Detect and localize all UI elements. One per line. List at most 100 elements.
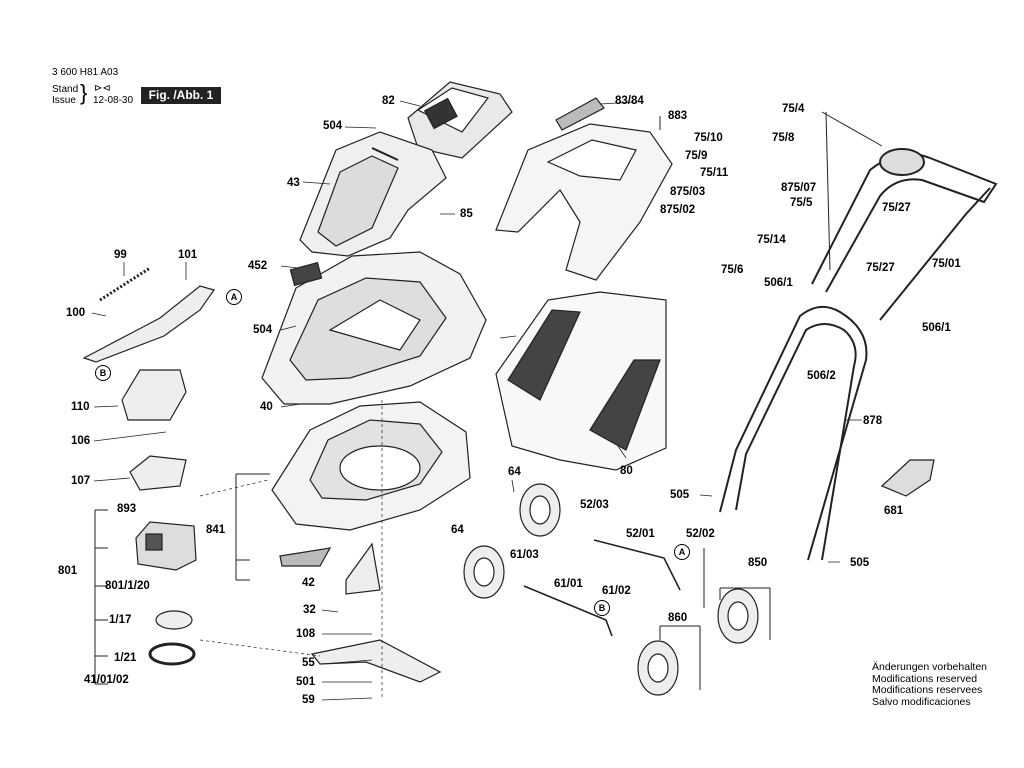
leader-lines xyxy=(91,100,862,701)
part-label: 506/2 xyxy=(807,370,836,382)
grass-box-cover-part xyxy=(495,97,673,281)
part-label: 100 xyxy=(66,307,86,319)
part-label: 893 xyxy=(117,503,137,515)
part-label: 32 xyxy=(303,604,316,616)
part-label: 75/27 xyxy=(866,262,895,274)
bracket: } xyxy=(80,80,88,105)
stand-label: Stand xyxy=(52,84,79,95)
deck-part xyxy=(271,401,471,531)
axles-part xyxy=(523,539,681,637)
part-label: 505 xyxy=(670,489,690,501)
note-line: Modifications reserved xyxy=(872,672,978,685)
part-label: 75/8 xyxy=(772,132,795,144)
part-label: 505 xyxy=(850,557,870,569)
motor-part xyxy=(135,521,197,571)
figure-badge: Fig. /Abb. 1 xyxy=(141,87,221,104)
clip-681-part xyxy=(880,459,935,497)
marker-a: A xyxy=(674,544,690,560)
part-label: 106 xyxy=(71,435,91,447)
part-label: 64 xyxy=(508,466,521,478)
part-label: 110 xyxy=(71,401,90,413)
note-line: Änderungen vorbehalten xyxy=(872,661,988,673)
guide-lines xyxy=(199,400,383,700)
document-code: 3 600 H81 A03 xyxy=(52,67,119,78)
bracket-lines xyxy=(94,111,883,690)
part-label: 75/9 xyxy=(685,150,708,162)
part-label: 80 xyxy=(620,465,633,477)
note-line: Salvo modificaciones xyxy=(872,695,971,708)
part-label: 61/03 xyxy=(510,549,539,561)
part-label: 506/1 xyxy=(764,277,793,289)
part-label: 850 xyxy=(748,557,768,569)
part-label: 841 xyxy=(206,524,226,536)
part-label: 801/1/20 xyxy=(105,580,150,592)
box-110-part xyxy=(121,369,187,421)
part-label: 75/5 xyxy=(790,197,813,209)
part-label: 41/01/02 xyxy=(84,674,129,686)
revision-symbol: ⊳⊲ xyxy=(94,83,111,94)
part-label: 108 xyxy=(296,628,316,640)
grass-box-part xyxy=(495,291,667,471)
blade-part xyxy=(310,639,442,683)
flap-42-part xyxy=(345,542,381,595)
part-label: 61/02 xyxy=(602,585,631,597)
part-label: 99 xyxy=(114,249,127,261)
marker-b: B xyxy=(594,600,610,616)
part-label: 85 xyxy=(460,208,473,220)
box-107-part xyxy=(129,455,187,491)
part-label: 75/14 xyxy=(757,234,786,246)
part-label: 61/01 xyxy=(554,578,583,590)
part-label: 860 xyxy=(668,612,688,624)
part-label: 75/01 xyxy=(932,258,961,270)
part-label: 64 xyxy=(451,524,464,536)
modifications-note: Änderungen vorbehalten Modifications res… xyxy=(872,661,988,708)
wheels-part xyxy=(463,483,759,696)
part-label: 1/21 xyxy=(114,652,137,664)
part-label: 75/6 xyxy=(721,264,744,276)
part-label: 52/03 xyxy=(580,499,609,511)
part-label: 801 xyxy=(58,565,78,577)
part-label: 875/03 xyxy=(670,186,706,198)
part-label: 107 xyxy=(71,475,91,487)
part-label: 452 xyxy=(248,260,268,272)
housing-part xyxy=(261,251,487,405)
part-label: 59 xyxy=(302,694,315,706)
part-label: 75/27 xyxy=(882,202,911,214)
part-label: 43 xyxy=(287,177,300,189)
upper-handle-part xyxy=(811,148,998,321)
issue-date: 12-08-30 xyxy=(93,95,134,106)
belt-part xyxy=(148,642,196,666)
note-line: Modifications reservees xyxy=(872,684,983,696)
marker-b: B xyxy=(95,365,111,381)
part-label: 504 xyxy=(253,324,273,336)
part-label: 875/02 xyxy=(660,204,696,216)
part-label: 875/07 xyxy=(781,182,817,194)
part-label: 878 xyxy=(863,415,883,427)
part-label: 55 xyxy=(302,657,315,669)
part-label: 504 xyxy=(323,120,343,132)
lower-handle-part xyxy=(719,305,868,561)
part-label: 42 xyxy=(302,577,315,589)
pulley-part xyxy=(155,610,193,630)
issue-label: Issue xyxy=(52,95,76,106)
part-label: 681 xyxy=(884,505,904,517)
part-label: 75/11 xyxy=(700,167,729,179)
part-label: 40 xyxy=(260,401,273,413)
part-label: 82 xyxy=(382,95,395,107)
upper-cover-part xyxy=(299,131,447,257)
part-label: 506/1 xyxy=(922,322,951,334)
part-label: 1/17 xyxy=(109,614,132,626)
spring-part xyxy=(99,266,151,302)
part-label: 883 xyxy=(668,110,688,122)
part-label: 75/4 xyxy=(782,103,805,115)
control-box-part xyxy=(407,81,513,159)
part-label: 75/10 xyxy=(694,132,723,144)
lever-part xyxy=(82,285,215,363)
part-label: 101 xyxy=(178,249,198,261)
rake-part xyxy=(279,547,332,567)
part-label: 501 xyxy=(296,676,316,688)
part-label: 52/01 xyxy=(626,528,655,540)
part-label: 83/84 xyxy=(615,95,644,107)
marker-a: A xyxy=(226,289,242,305)
